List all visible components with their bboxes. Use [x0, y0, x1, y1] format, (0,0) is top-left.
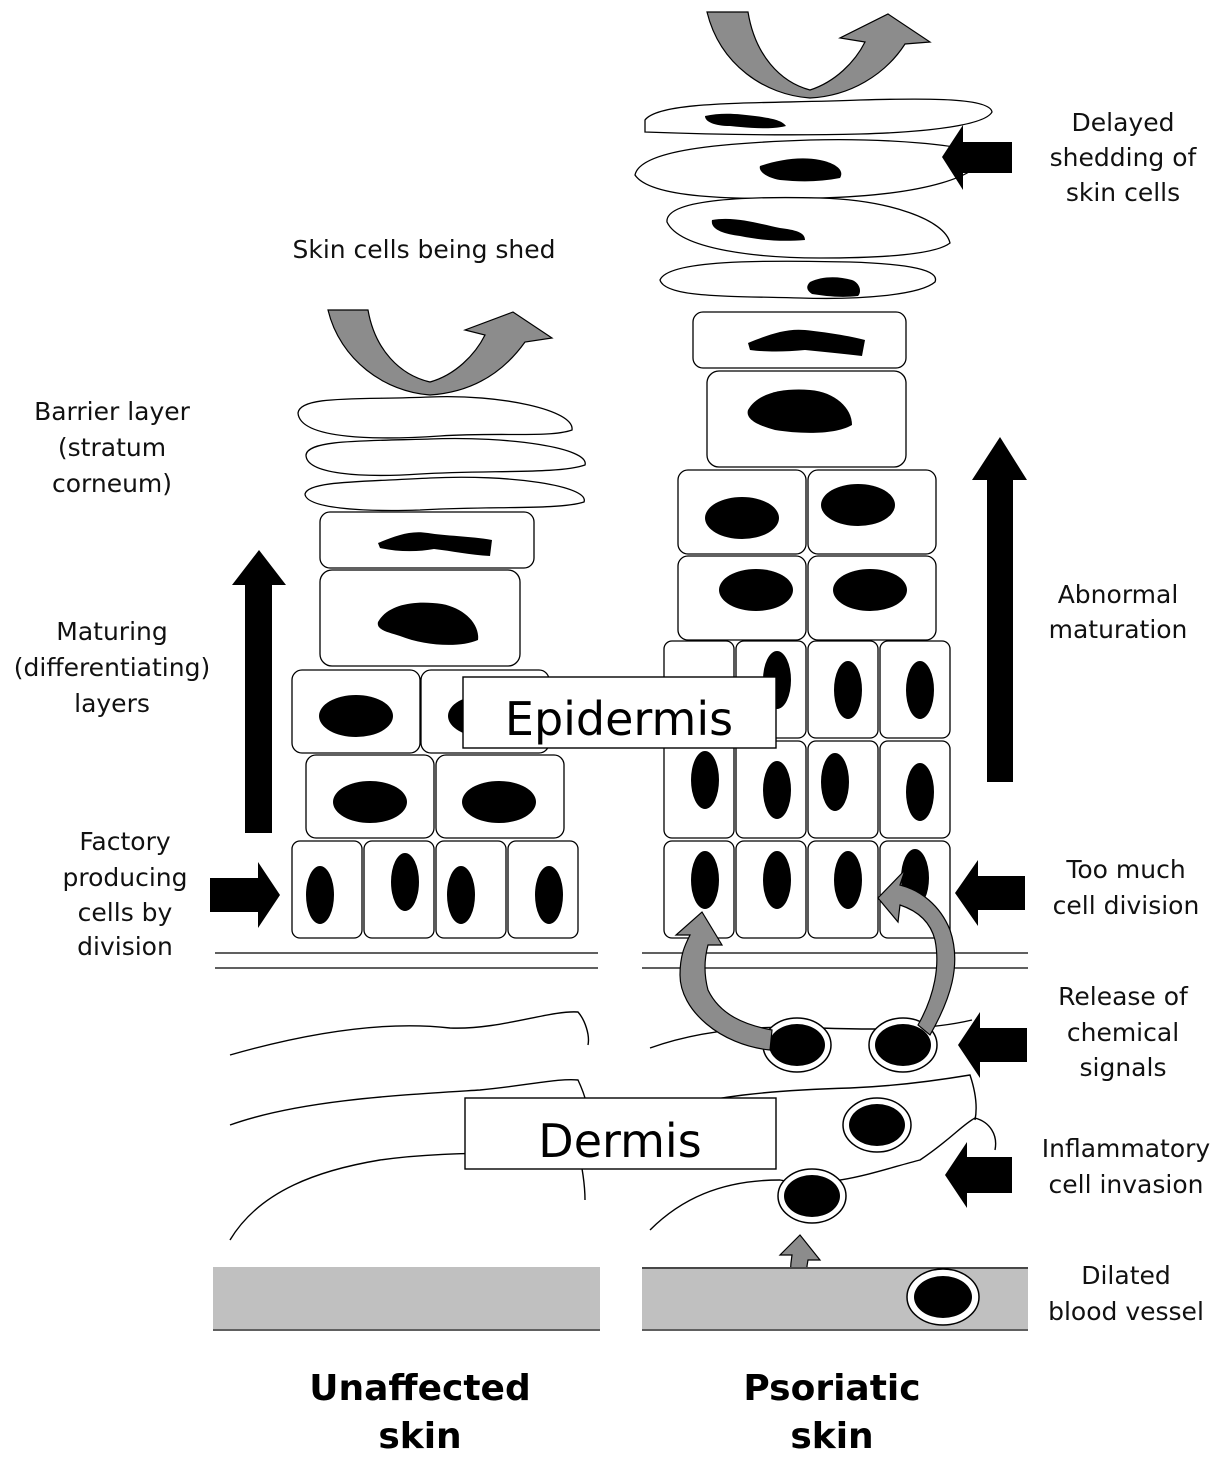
- epidermis-label: Epidermis: [505, 692, 733, 746]
- barrier-layer-label: Barrier layer (stratum corneum): [34, 397, 191, 498]
- svg-text:producing: producing: [62, 863, 187, 892]
- unaffected-basal-layer: [292, 841, 578, 938]
- svg-text:skin cells: skin cells: [1066, 178, 1180, 207]
- maturing-up-arrow: [232, 550, 286, 833]
- inflammatory-cells: [763, 1018, 937, 1223]
- svg-text:blood vessel: blood vessel: [1048, 1297, 1204, 1326]
- psoriatic-stratum-corneum: [635, 99, 992, 298]
- dermis-box: Dermis: [465, 1098, 776, 1169]
- inflammatory-invasion-arrow: [945, 1142, 1012, 1208]
- svg-text:Psoriatic: Psoriatic: [743, 1368, 920, 1409]
- svg-text:Barrier layer: Barrier layer: [34, 397, 191, 426]
- factory-label: Factory producing cells by division: [62, 827, 187, 961]
- dermis-label: Dermis: [538, 1114, 701, 1168]
- delayed-shedding-label: Delayed shedding of skin cells: [1050, 108, 1198, 207]
- psoriatic-skin-title: Psoriatic skin: [743, 1368, 920, 1457]
- unaffected-granular-layer: [320, 512, 534, 666]
- svg-text:signals: signals: [1080, 1053, 1167, 1082]
- unaffected-skin-column: [210, 310, 600, 1330]
- svg-text:Abnormal: Abnormal: [1058, 580, 1179, 609]
- too-much-division-arrow: [955, 860, 1025, 926]
- svg-text:layers: layers: [74, 689, 150, 718]
- svg-text:skin: skin: [790, 1416, 873, 1457]
- svg-text:(differentiating): (differentiating): [14, 653, 210, 682]
- release-signals-arrow: [958, 1012, 1027, 1078]
- abnormal-maturation-label: Abnormal maturation: [1049, 580, 1188, 644]
- psoriatic-shedding-arrow: [707, 12, 930, 98]
- psoriatic-granular-layer: [693, 312, 906, 467]
- svg-text:division: division: [77, 932, 173, 961]
- svg-text:cells by: cells by: [78, 898, 173, 927]
- unaffected-stratum-corneum: [298, 397, 585, 511]
- svg-text:Dilated: Dilated: [1081, 1261, 1171, 1290]
- inflammatory-invasion-label: Inflammatory cell invasion: [1042, 1134, 1211, 1199]
- svg-text:chemical: chemical: [1067, 1018, 1179, 1047]
- svg-text:(stratum: (stratum: [58, 433, 166, 462]
- svg-text:skin: skin: [378, 1416, 461, 1457]
- svg-text:corneum): corneum): [52, 469, 172, 498]
- svg-text:Delayed: Delayed: [1072, 108, 1175, 137]
- skin-cells-shed-label: Skin cells being shed: [292, 235, 555, 264]
- dilated-vessel-label: Dilated blood vessel: [1048, 1261, 1204, 1326]
- svg-text:cell division: cell division: [1053, 891, 1200, 920]
- unaffected-blood-vessel: [213, 1267, 600, 1329]
- svg-text:Factory: Factory: [79, 827, 171, 856]
- svg-text:Unaffected: Unaffected: [309, 1368, 530, 1409]
- svg-text:Release of: Release of: [1058, 982, 1189, 1011]
- svg-text:Maturing: Maturing: [56, 617, 167, 646]
- too-much-division-label: Too much cell division: [1053, 855, 1200, 920]
- svg-text:Inflammatory: Inflammatory: [1042, 1134, 1211, 1163]
- svg-text:Too much: Too much: [1065, 855, 1185, 884]
- unaffected-skin-title: Unaffected skin: [309, 1368, 530, 1457]
- svg-text:cell invasion: cell invasion: [1049, 1170, 1204, 1199]
- svg-text:maturation: maturation: [1049, 615, 1188, 644]
- delayed-shedding-arrow: [942, 125, 1012, 190]
- factory-arrow: [210, 862, 280, 928]
- unaffected-shedding-arrow: [328, 310, 552, 395]
- svg-text:shedding of: shedding of: [1050, 143, 1198, 172]
- abnormal-maturation-arrow: [972, 437, 1027, 782]
- release-signals-label: Release of chemical signals: [1058, 982, 1189, 1082]
- epidermis-box: Epidermis: [463, 677, 776, 748]
- maturing-layers-label: Maturing (differentiating) layers: [14, 617, 210, 718]
- psoriatic-spinous-layer: [678, 470, 936, 640]
